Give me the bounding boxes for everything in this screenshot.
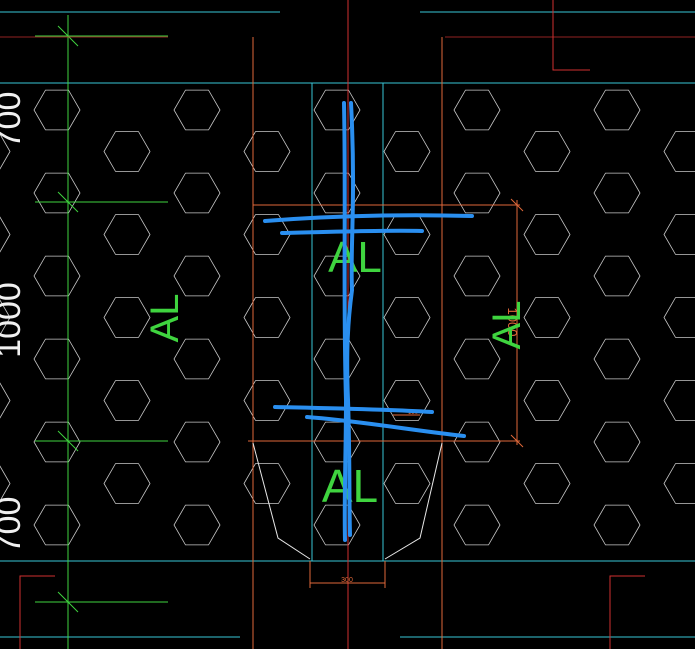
- hex-cell: [383, 463, 431, 504]
- hex-cell: [593, 504, 641, 546]
- hex-cell: [103, 463, 151, 504]
- hex-cell: [453, 504, 501, 546]
- hex-cell: [453, 421, 501, 463]
- footing-outline: [252, 442, 443, 560]
- markup-stroke-vertical-a: [342, 101, 348, 542]
- markup-stroke-vertical-b: [345, 101, 356, 537]
- edge-annotation-mid: 1000: [0, 282, 28, 358]
- orange-layer: [248, 37, 524, 649]
- markup-stroke-top-b: [280, 228, 424, 235]
- markup-stroke-bottom-b: [305, 415, 466, 438]
- dim-tick-bottom: [510, 434, 524, 448]
- hex-cell: [663, 380, 695, 421]
- hex-cell: [173, 89, 221, 131]
- hex-cell: [593, 338, 641, 380]
- red-corner-bottom-left: [19, 575, 55, 649]
- markup-stroke-top-a: [263, 213, 474, 223]
- footing-left: [252, 442, 311, 560]
- hex-cell: [173, 504, 221, 546]
- hex-cell: [523, 463, 571, 504]
- hex-cell: [593, 172, 641, 214]
- hex-cell: [453, 255, 501, 297]
- hex-cell: [383, 380, 431, 421]
- zone-label-left: AL: [143, 294, 187, 343]
- dim-text-vertical: 1000: [505, 308, 520, 337]
- hex-cell: [453, 172, 501, 214]
- footing-right: [384, 442, 443, 560]
- hex-cell: [523, 297, 571, 338]
- hex-cell: [453, 89, 501, 131]
- hex-cell: [103, 380, 151, 421]
- hex-cell: [103, 214, 151, 255]
- hex-cell: [593, 89, 641, 131]
- hex-cell: [383, 297, 431, 338]
- axis-cross-1: [57, 25, 79, 47]
- hex-cell: [593, 255, 641, 297]
- red-corner-top-right: [552, 0, 590, 71]
- axis-cross-2: [57, 191, 79, 213]
- green-layer: [35, 15, 168, 649]
- hex-cell: [243, 131, 291, 172]
- hex-cell: [243, 380, 291, 421]
- red-corner-bottom-right: [609, 575, 645, 649]
- hex-cell: [103, 297, 151, 338]
- axis-cross-3: [57, 430, 79, 452]
- hex-cell: [173, 255, 221, 297]
- hex-cell: [383, 131, 431, 172]
- markup-layer: [263, 101, 474, 542]
- axis-cross-4: [57, 591, 79, 613]
- hex-cell: [663, 463, 695, 504]
- hex-cell: [173, 421, 221, 463]
- hex-cell: [173, 172, 221, 214]
- zone-label-right: AL: [485, 301, 529, 350]
- hex-cell: [453, 338, 501, 380]
- dim-tick-top: [510, 198, 524, 212]
- zone-label-upper: AL: [328, 233, 382, 282]
- hex-cell: [523, 214, 571, 255]
- edge-annotation-top: 700: [0, 92, 28, 149]
- markup-stroke-bottom-a: [273, 405, 434, 414]
- hex-cell: [663, 214, 695, 255]
- hex-cell: [663, 297, 695, 338]
- hex-cell: [173, 338, 221, 380]
- hex-cell: [663, 131, 695, 172]
- hex-cell: [523, 131, 571, 172]
- hex-cell: [593, 421, 641, 463]
- hex-cell: [243, 214, 291, 255]
- hex-cell: [243, 463, 291, 504]
- hex-cell: [243, 297, 291, 338]
- dim-text-bottom: 300: [341, 577, 353, 584]
- hex-cell: [103, 131, 151, 172]
- hex-cell: [523, 380, 571, 421]
- edge-annotation-bottom: 700: [0, 497, 28, 554]
